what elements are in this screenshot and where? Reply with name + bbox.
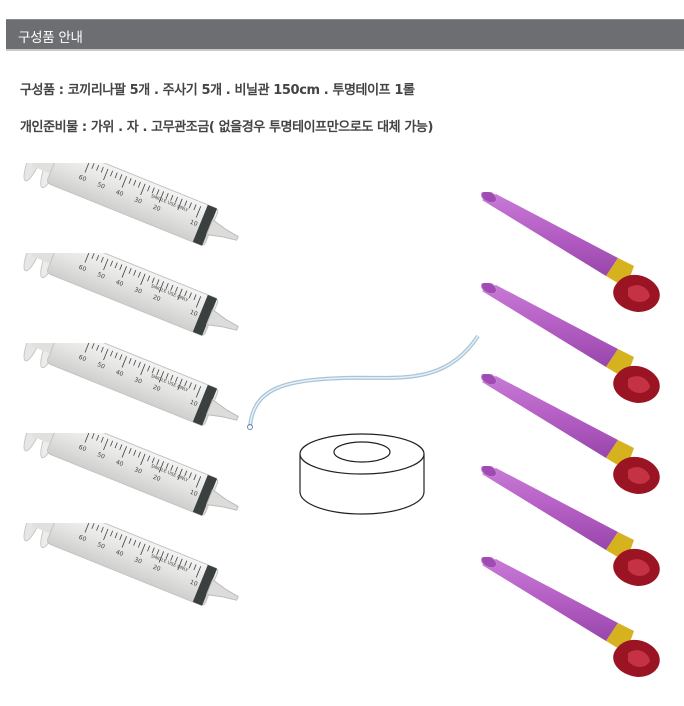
vinyl-tube-image: [247, 334, 480, 430]
tape-roll-image: [299, 433, 425, 515]
syringe-image-4: [4, 433, 240, 525]
party-blower-image-5: [478, 557, 664, 679]
personal-items-text: 개인준비물 : 가위 . 자 . 고무관조금( 없을경우 투명테이프만으로도 대…: [20, 120, 434, 135]
components-text: 구성품 : 코끼리나팔 5개 . 주사기 5개 . 비닐관 150cm . 투명…: [20, 83, 415, 98]
syringe-image-1: [4, 163, 240, 255]
syringe-image-2: [4, 253, 240, 345]
section-header-bar: 구성품 안내: [6, 19, 684, 51]
syringe-image-3: [4, 343, 240, 435]
section-title: 구성품 안내: [18, 30, 83, 46]
syringe-image-5: [4, 523, 240, 615]
